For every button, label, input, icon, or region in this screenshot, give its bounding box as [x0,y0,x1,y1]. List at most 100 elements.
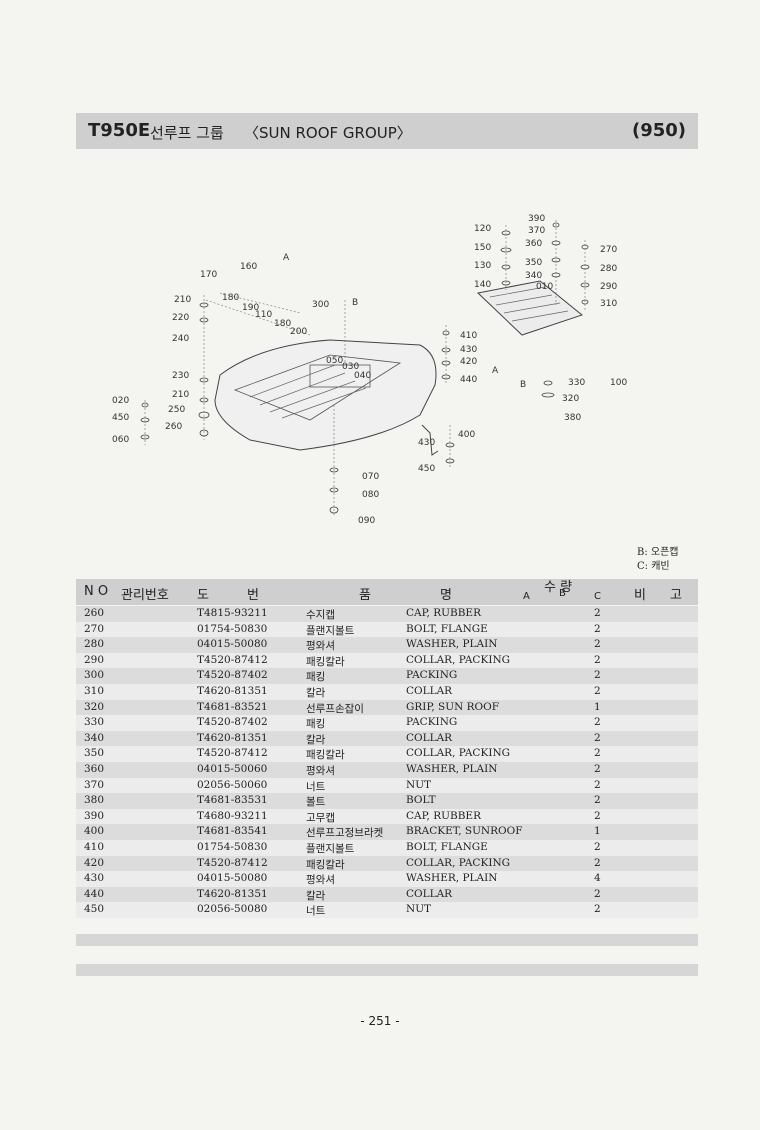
blank-row [76,934,698,946]
part-no-cell: 450 [84,903,105,916]
quantity-cell: 2 [594,731,601,744]
quantity-cell: 1 [594,700,601,713]
blank-row [76,964,698,976]
name-korean-cell: 패킹칼라 [306,655,345,668]
name-english-cell: CAP, RUBBER [406,607,481,619]
diagram-label: B [520,380,526,390]
diagram-label: 030 [342,362,359,372]
diagram-label: 150 [474,243,491,253]
header-qty: 수 량 [544,580,573,595]
part-no-cell: 270 [84,622,105,635]
header-qty-c: C [594,591,601,602]
name-english-cell: BOLT [406,794,436,807]
name-korean-cell: 플랜지볼트 [306,842,355,855]
diagram-label: 440 [460,375,477,385]
diagram-label: 450 [112,413,129,423]
name-korean-cell: 플랜지볼트 [306,624,355,637]
name-korean-cell: 칼라 [306,733,326,746]
quantity-cell: 2 [594,669,601,682]
diagram-label: 410 [460,331,477,341]
name-english-cell: CAP, RUBBER [406,809,481,822]
diagram-label: 390 [528,214,545,224]
name-english-cell: COLLAR [406,731,453,744]
part-number-cell: T4680-93211 [197,809,268,822]
header-remark-2: 고 [670,588,682,603]
diagram-label: 220 [172,313,189,323]
exploded-parts-diagram: 390 370 360 350 340 010 120 150 130 140 … [112,214,627,526]
diagram-label: 370 [528,226,545,236]
diagram-label: 020 [112,396,129,406]
diagram-label: 290 [600,282,617,292]
part-number-cell: 04015-50080 [197,638,268,651]
quantity-cell: 2 [594,840,601,853]
part-number-cell: T4681-83531 [197,794,268,807]
page-header: T950E 선루프 그룹 〈SUN ROOF GROUP〉 (950) [76,113,698,149]
part-no-cell: 440 [84,887,105,900]
diagram-label: 420 [460,357,477,367]
diagram-label: 120 [474,224,491,234]
name-english-cell: BRACKET, SUNROOF [406,825,523,838]
diagram-label: 310 [600,299,617,309]
page-number: - 251 - [360,1014,400,1028]
name-korean-cell: 수지캡 [306,609,335,621]
quantity-cell: 2 [594,684,601,697]
diagram-label: 190 [242,303,259,313]
part-no-cell: 380 [84,794,105,807]
diagram-label: 050 [326,356,343,366]
quantity-cell: 1 [594,825,601,838]
part-number-cell: T4681-83521 [197,700,268,713]
quantity-cell: 2 [594,856,601,869]
diagram-label: 300 [312,300,329,310]
diagram-labels: 390 370 360 350 340 010 120 150 130 140 … [112,214,627,526]
header-drawing-2: 번 [247,588,259,603]
diagram-label: 270 [600,245,617,255]
header-remark-1: 비 [634,588,646,603]
diagram-label: 450 [418,464,435,474]
name-english-cell: BOLT, FLANGE [406,622,488,635]
part-number-cell: T4520-87402 [197,716,268,729]
name-english-cell: WASHER, PLAIN [406,872,498,885]
part-number-cell: T4815-93211 [197,607,268,619]
diagram-label: 100 [610,378,627,388]
name-korean-cell: 선루프고정브라켓 [306,827,384,840]
part-number-cell: T4681-83541 [197,825,268,838]
name-english-cell: COLLAR, PACKING [406,856,511,869]
name-english-cell: GRIP, SUN ROOF [406,700,500,713]
part-no-cell: 370 [84,778,105,791]
name-korean-cell: 선루프손잡이 [306,702,364,715]
diagram-label: 130 [474,261,491,271]
part-number-cell: T4520-87412 [197,856,268,869]
part-number-cell: 04015-50060 [197,762,268,775]
header-drawing-1: 도 [197,588,209,603]
group-title-english: 〈SUN ROOF GROUP〉 [244,124,412,142]
part-no-cell: 420 [84,856,105,869]
diagram-label: 010 [536,282,553,292]
quantity-cell: 2 [594,762,601,775]
part-number-cell: T4520-87402 [197,669,268,682]
part-no-cell: 410 [84,840,105,853]
name-english-cell: PACKING [406,716,458,729]
group-code: (950) [631,120,686,141]
part-no-cell: 360 [84,762,105,775]
name-english-cell: NUT [406,903,432,916]
header-qty-b: B [559,588,566,599]
legend-b: B: 오픈캡 [637,547,679,558]
quantity-cell: 4 [594,872,601,885]
name-korean-cell: 평와셔 [306,874,335,887]
name-korean-cell: 패킹 [306,718,326,731]
diagram-label: 380 [564,413,581,423]
